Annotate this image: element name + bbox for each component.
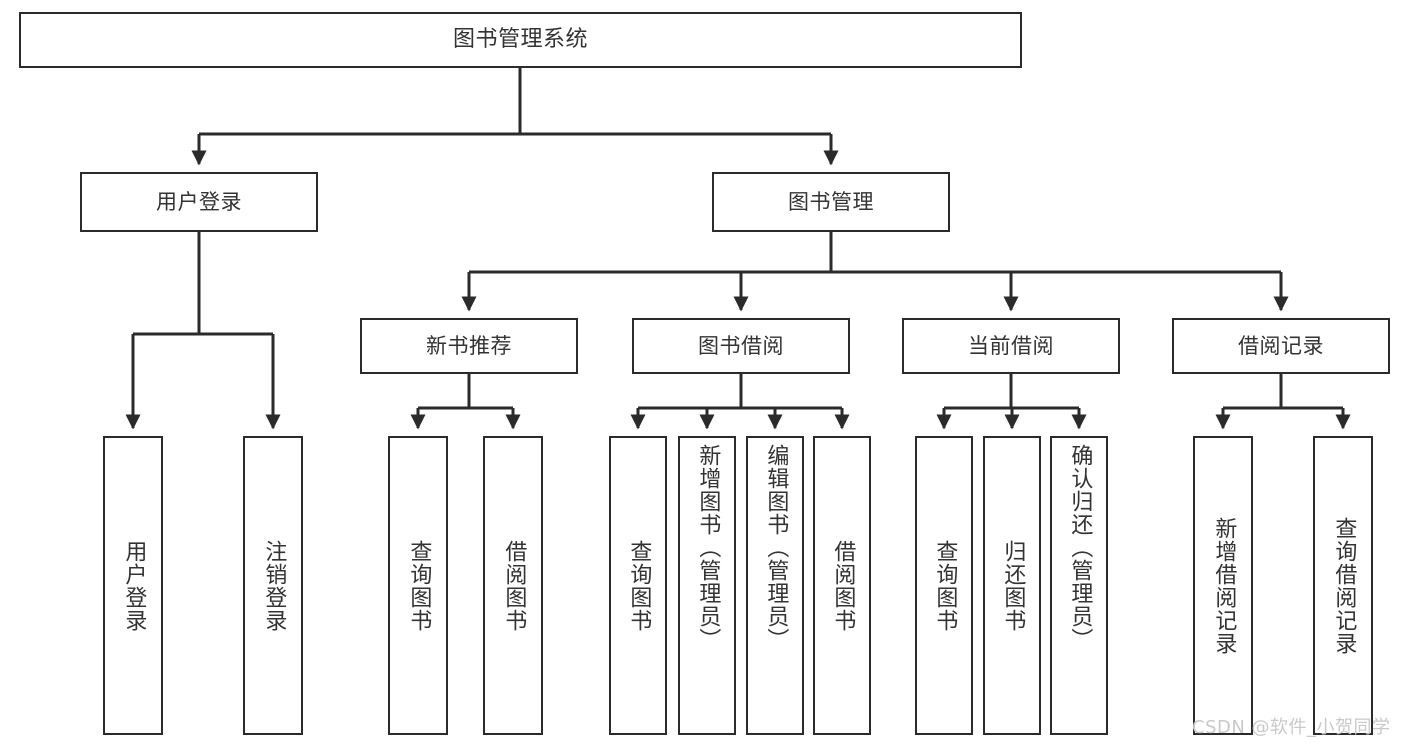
leaf-borrow-book-recommend[interactable]: 借阅图书 xyxy=(483,436,543,735)
node-label: 用户登录 xyxy=(121,539,147,632)
node-new-book-recommend[interactable]: 新书推荐 xyxy=(360,318,578,374)
node-label: 查询图书 xyxy=(626,539,652,632)
leaf-edit-book-admin[interactable]: 编辑图书（管理员） xyxy=(746,436,804,735)
node-label: 确认归还（管理员） xyxy=(1067,444,1093,651)
node-label: 查询借阅记录 xyxy=(1331,516,1357,655)
node-label: 图书借阅 xyxy=(698,333,784,358)
node-current-borrow[interactable]: 当前借阅 xyxy=(902,318,1120,374)
leaf-add-book-admin[interactable]: 新增图书（管理员） xyxy=(678,436,736,735)
node-label: 借阅图书 xyxy=(830,539,856,632)
leaf-user-login[interactable]: 用户登录 xyxy=(103,436,163,735)
leaf-query-book-recommend[interactable]: 查询图书 xyxy=(388,436,448,735)
node-label: 用户登录 xyxy=(156,189,242,214)
leaf-borrow-book[interactable]: 借阅图书 xyxy=(813,436,871,735)
node-label: 注销登录 xyxy=(261,539,287,632)
leaf-query-borrow-record[interactable]: 查询借阅记录 xyxy=(1313,436,1373,735)
leaf-logout[interactable]: 注销登录 xyxy=(243,436,303,735)
node-label: 当前借阅 xyxy=(968,333,1054,358)
node-label: 借阅图书 xyxy=(501,539,527,632)
node-label: 查询图书 xyxy=(406,539,432,632)
node-label: 新增借阅记录 xyxy=(1211,516,1237,655)
node-label: 借阅记录 xyxy=(1238,333,1324,358)
leaf-confirm-return-admin[interactable]: 确认归还（管理员） xyxy=(1050,436,1108,735)
node-label: 归还图书 xyxy=(1000,539,1026,632)
node-label: 图书管理 xyxy=(788,189,874,214)
node-label: 图书管理系统 xyxy=(452,27,588,53)
leaf-return-book[interactable]: 归还图书 xyxy=(983,436,1041,735)
node-label: 编辑图书（管理员） xyxy=(763,444,789,651)
node-user-login[interactable]: 用户登录 xyxy=(80,172,318,232)
node-borrow-record[interactable]: 借阅记录 xyxy=(1172,318,1390,374)
node-label: 新书推荐 xyxy=(426,333,512,358)
csdn-watermark: CSDN @软件_小贺同学 xyxy=(1192,717,1391,738)
leaf-add-borrow-record[interactable]: 新增借阅记录 xyxy=(1193,436,1253,735)
node-label: 新增图书（管理员） xyxy=(695,444,721,651)
leaf-query-book-borrow[interactable]: 查询图书 xyxy=(609,436,667,735)
node-label: 查询图书 xyxy=(932,539,958,632)
node-book-management[interactable]: 图书管理 xyxy=(712,172,950,232)
leaf-query-book-current[interactable]: 查询图书 xyxy=(915,436,973,735)
node-root-system[interactable]: 图书管理系统 xyxy=(19,12,1022,68)
node-book-borrow[interactable]: 图书借阅 xyxy=(632,318,850,374)
